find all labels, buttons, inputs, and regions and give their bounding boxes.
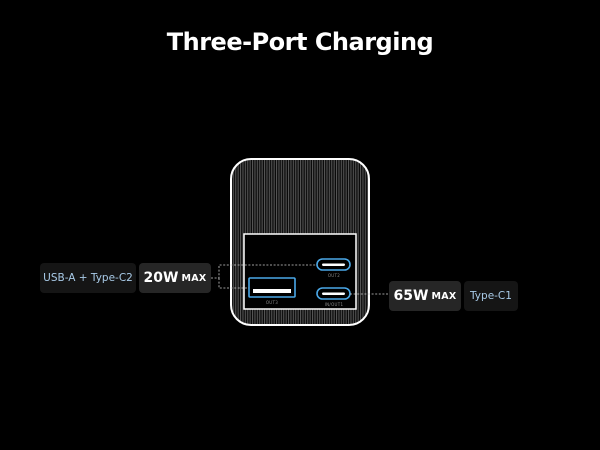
usb-c-port-icon: OUT2 [316,258,351,278]
right-power-value: 65W [393,288,429,304]
usb-c-port-icon: IN/OUT1 [316,287,351,307]
type-c-bottom-port-label: IN/OUT1 [325,302,344,307]
left-connector-lines [211,264,317,289]
left-power-value: 20W [143,270,179,286]
usb-a-port-icon: OUT3 [248,277,296,305]
left-power-unit: MAX [181,272,207,284]
right-power-unit: MAX [431,290,457,302]
right-power-badge: 65W MAX [389,281,461,311]
type-c-top-port-label: OUT2 [328,273,340,278]
left-port-label: USB-A + Type-C2 [40,263,136,293]
left-power-badge: 20W MAX [139,263,211,293]
page-title: Three-Port Charging [166,28,434,56]
right-port-label: Type-C1 [464,281,518,311]
usb-a-port-label: OUT3 [266,300,278,305]
